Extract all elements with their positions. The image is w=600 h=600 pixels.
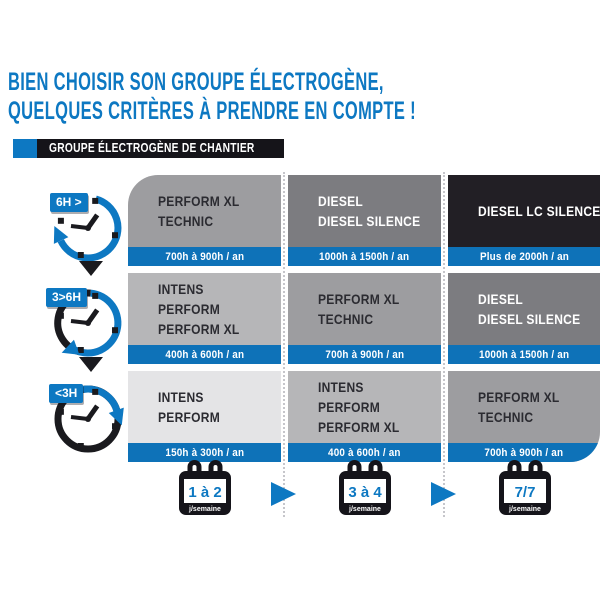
product-name: INTENS bbox=[158, 281, 204, 297]
section-banner: GROUPE ÉLECTROGÈNE DE CHANTIER bbox=[13, 139, 284, 158]
matrix-cell-r3c3: PERFORM XL TECHNIC 700h à 900h / an bbox=[448, 371, 600, 462]
matrix-cell-r3c1: INTENS PERFORM 150h à 300h / an bbox=[128, 371, 281, 462]
arrow-down-icon bbox=[79, 261, 103, 276]
product-name: INTENS bbox=[158, 389, 204, 405]
calendar-7-7-icon: 7/7 j/semaine bbox=[499, 460, 551, 515]
column-separator bbox=[283, 172, 285, 517]
annual-hours-label: 700h à 900h / an bbox=[165, 250, 244, 263]
annual-hours-bar: 700h à 900h / an bbox=[128, 247, 281, 266]
annual-hours-bar: 150h à 300h / an bbox=[128, 443, 281, 462]
arrow-head bbox=[61, 339, 80, 355]
page-title: BIEN CHOISIR SON GROUPE ÉLECTROGÈNE, QUE… bbox=[8, 68, 416, 126]
banner-accent-square bbox=[13, 139, 37, 158]
product-name: PERFORM XL bbox=[318, 419, 400, 435]
arrow-head bbox=[53, 226, 69, 244]
product-name: PERFORM XL bbox=[478, 389, 560, 405]
calendar-value: 7/7 bbox=[515, 484, 536, 501]
product-name: PERFORM bbox=[158, 301, 221, 317]
annual-hours-bar: 400 à 600h / an bbox=[288, 443, 441, 462]
calendar-unit: j/semaine bbox=[508, 506, 541, 513]
usage-badge-3-6h: 3>6H bbox=[46, 288, 88, 307]
annual-hours-label: 400 à 600h / an bbox=[328, 446, 401, 459]
annual-hours-label: 700h à 900h / an bbox=[484, 446, 564, 459]
clock-light-use-icon bbox=[54, 385, 124, 453]
annual-hours-label: 400h à 600h / an bbox=[165, 348, 244, 361]
product-name: DIESEL bbox=[478, 291, 524, 307]
generator-matrix: PERFORM XL TECHNIC 700h à 900h / an DIES… bbox=[128, 175, 600, 462]
product-name: DIESEL LC SILENCE bbox=[478, 203, 600, 219]
product-name: DIESEL SILENCE bbox=[318, 213, 421, 229]
usage-badge-6h: 6H > bbox=[50, 193, 88, 212]
matrix-cell-r2c1: INTENS PERFORM PERFORM XL 400h à 600h / … bbox=[128, 273, 281, 364]
arrow-right-icon bbox=[271, 482, 296, 506]
annual-hours-label: 1000h à 1500h / an bbox=[319, 250, 410, 263]
arrow-head bbox=[108, 407, 124, 426]
product-name: PERFORM XL bbox=[318, 291, 400, 307]
clock-heavy-use-icon bbox=[53, 195, 122, 262]
calendar-unit: j/semaine bbox=[348, 506, 381, 513]
annual-hours-label: 700h à 900h / an bbox=[325, 348, 404, 361]
annual-hours-bar: 700h à 900h / an bbox=[288, 345, 441, 364]
arrow-right-icon bbox=[431, 482, 456, 506]
product-name: TECHNIC bbox=[158, 213, 214, 229]
matrix-cell-r1c1: PERFORM XL TECHNIC 700h à 900h / an bbox=[128, 175, 281, 266]
title-line-1: BIEN CHOISIR SON GROUPE ÉLECTROGÈNE, bbox=[8, 68, 384, 96]
product-name: PERFORM XL bbox=[158, 321, 240, 337]
product-name: DIESEL bbox=[318, 193, 364, 209]
usage-badge-under-3h: <3H bbox=[49, 384, 84, 403]
matrix-cell-r1c3: DIESEL LC SILENCE Plus de 2000h / an bbox=[448, 175, 600, 266]
annual-hours-bar: 400h à 600h / an bbox=[128, 345, 281, 364]
arrow-down-icon bbox=[79, 357, 103, 372]
annual-hours-label: Plus de 2000h / an bbox=[479, 250, 569, 263]
calendar-value: 3 à 4 bbox=[348, 484, 382, 501]
matrix-cell-r3c2: INTENS PERFORM PERFORM XL 400 à 600h / a… bbox=[288, 371, 441, 462]
annual-hours-bar: 700h à 900h / an bbox=[448, 443, 600, 462]
product-name: PERFORM bbox=[158, 409, 221, 425]
matrix-cell-r2c2: PERFORM XL TECHNIC 700h à 900h / an bbox=[288, 273, 441, 364]
product-name: INTENS bbox=[318, 379, 364, 395]
annual-hours-label: 1000h à 1500h / an bbox=[478, 348, 570, 361]
calendar-unit: j/semaine bbox=[188, 506, 221, 513]
annual-hours-bar: Plus de 2000h / an bbox=[448, 247, 600, 266]
title-line-2: QUELQUES CRITÈRES À PRENDRE EN COMPTE ! bbox=[8, 97, 416, 125]
product-name: TECHNIC bbox=[318, 311, 374, 327]
annual-hours-bar: 1000h à 1500h / an bbox=[288, 247, 441, 266]
calendar-1-2-icon: 1 à 2 j/semaine bbox=[179, 460, 231, 515]
calendar-value: 1 à 2 bbox=[188, 484, 221, 501]
product-name: PERFORM XL bbox=[158, 193, 240, 209]
annual-hours-bar: 1000h à 1500h / an bbox=[448, 345, 600, 364]
section-banner-label: GROUPE ÉLECTROGÈNE DE CHANTIER bbox=[49, 141, 255, 155]
product-name: DIESEL SILENCE bbox=[478, 311, 581, 327]
annual-hours-label: 150h à 300h / an bbox=[165, 446, 244, 459]
column-separator bbox=[443, 172, 445, 517]
matrix-cell-r2c3: DIESEL DIESEL SILENCE 1000h à 1500h / an bbox=[448, 273, 600, 364]
matrix-cell-r1c2: DIESEL DIESEL SILENCE 1000h à 1500h / an bbox=[288, 175, 441, 266]
calendar-3-4-icon: 3 à 4 j/semaine bbox=[339, 460, 391, 515]
product-name: PERFORM bbox=[318, 399, 381, 415]
product-name: TECHNIC bbox=[478, 409, 534, 425]
